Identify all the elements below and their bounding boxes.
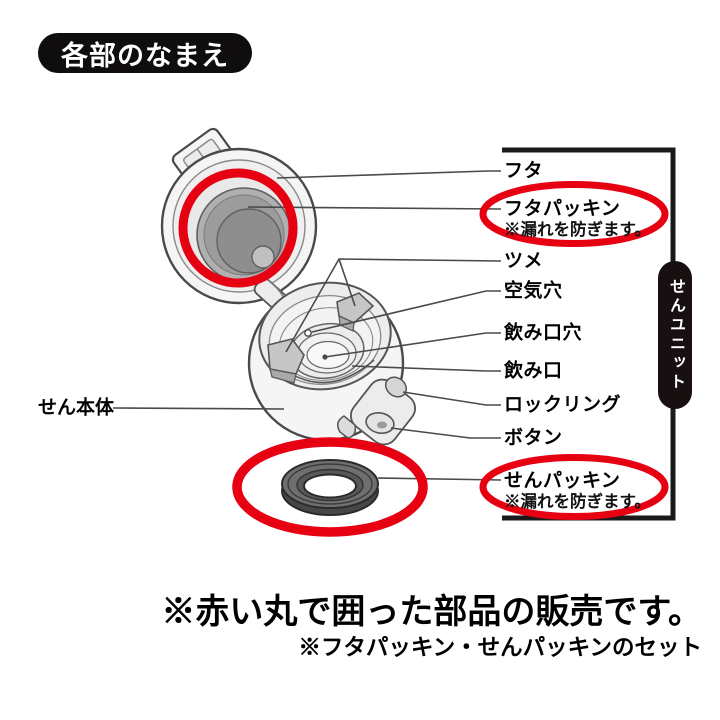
highlight-circles	[178, 168, 669, 537]
section-title-badge: 各部のなまえ	[38, 33, 252, 73]
footer-note-main: ※赤い丸で囲った部品の販売です。	[161, 593, 702, 631]
label-air-hole: 空気穴	[504, 280, 563, 302]
highlight-ellipse-futa-packing-label	[479, 181, 669, 247]
note-futa-packing: ※漏れを防ぎます。	[504, 220, 651, 239]
label-tsume: ツメ	[504, 250, 544, 272]
stopper-body-illustration	[247, 281, 416, 446]
sen-packing-illustration	[281, 459, 379, 516]
highlight-circle-sen-packing	[232, 437, 428, 537]
highlight-ellipse-sen-packing-label	[479, 454, 669, 520]
label-drink-hole: 飲み口穴	[504, 322, 583, 344]
label-sen-packing: せんパッキン	[504, 470, 621, 492]
note-sen-packing: ※漏れを防ぎます。	[504, 492, 651, 511]
section-title: 各部のなまえ	[61, 40, 229, 71]
footer-note-sub: ※フタパッキン・せんパッキンのセット	[298, 634, 702, 660]
label-drink-mouth: 飲み口	[504, 360, 563, 382]
leader-lines	[112, 170, 502, 481]
label-futa-packing: フタパッキン	[504, 198, 621, 220]
label-lock-ring: ロックリング	[504, 394, 622, 416]
sen-unit-pill: せんユニット	[658, 261, 692, 409]
label-futa: フタ	[504, 160, 544, 182]
footer-notes: ※赤い丸で囲った部品の販売です。 ※フタパッキン・せんパッキンのセット	[161, 593, 702, 660]
label-button: ボタン	[504, 427, 563, 449]
label-sen-hontai: せん本体	[38, 397, 115, 419]
sen-unit-label: せんユニット	[667, 278, 684, 392]
highlight-circle-futa-packing	[178, 168, 298, 288]
